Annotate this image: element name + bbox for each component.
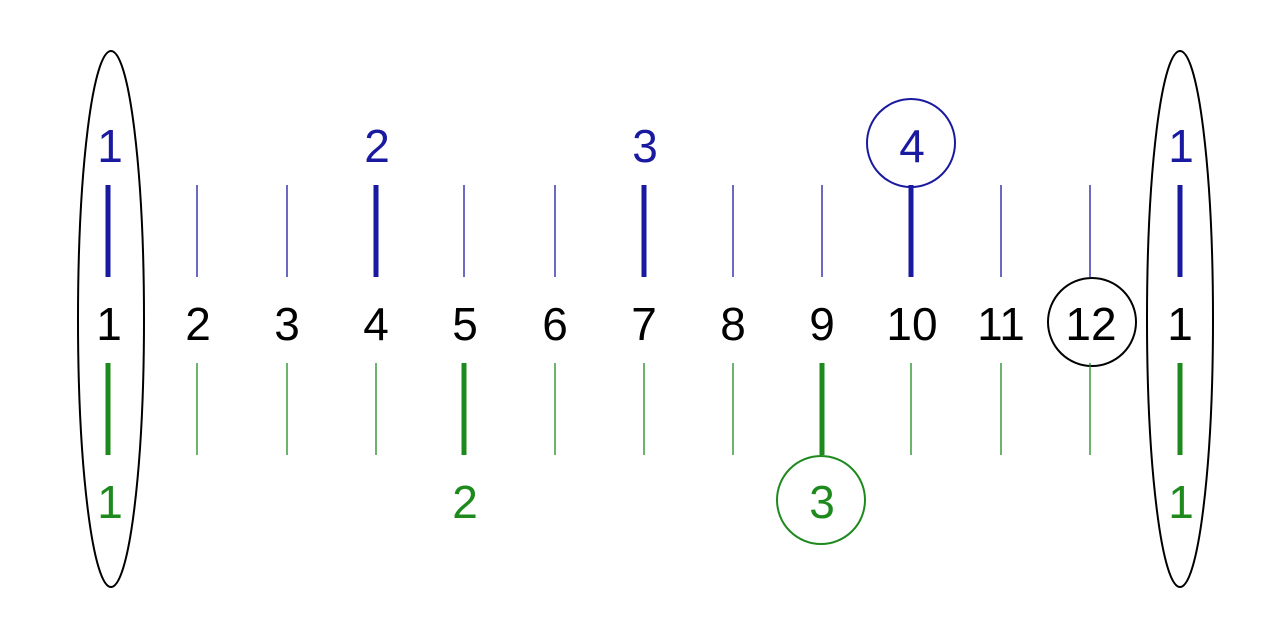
top-label: 1 — [97, 120, 123, 172]
middle-label: 12 — [1065, 298, 1116, 350]
top-label: 3 — [632, 120, 658, 172]
bottom-ticks — [105, 363, 1183, 455]
middle-label: 6 — [542, 298, 568, 350]
middle-label: 4 — [363, 298, 389, 350]
top-label: 2 — [364, 120, 390, 172]
middle-label: 1 — [1167, 298, 1193, 350]
middle-label: 7 — [631, 298, 657, 350]
bottom-label: 2 — [452, 476, 478, 528]
top-label: 1 — [1168, 120, 1194, 172]
bottom-label: 1 — [1168, 476, 1194, 528]
middle-label: 1 — [96, 298, 122, 350]
top-row-labels: 1 2 3 4 1 — [97, 120, 1194, 172]
middle-label: 11 — [977, 298, 1025, 350]
bottom-row-labels: 1 2 3 1 — [97, 476, 1194, 528]
bottom-highlight-circle — [776, 455, 866, 545]
middle-highlight-circle — [1047, 277, 1137, 367]
middle-label: 10 — [886, 298, 937, 350]
middle-label: 9 — [809, 298, 835, 350]
middle-label: 5 — [452, 298, 478, 350]
cycle-end-ellipse — [1146, 50, 1214, 588]
middle-row-labels: 1 2 3 4 5 6 7 8 9 10 11 12 1 — [96, 298, 1193, 350]
middle-label: 2 — [185, 298, 211, 350]
bottom-label: 3 — [809, 476, 835, 528]
top-label: 4 — [899, 120, 925, 172]
middle-label: 8 — [720, 298, 746, 350]
middle-label: 3 — [274, 298, 300, 350]
bottom-label: 1 — [97, 476, 123, 528]
top-ticks — [105, 185, 1183, 277]
cycle-start-ellipse — [77, 50, 145, 588]
